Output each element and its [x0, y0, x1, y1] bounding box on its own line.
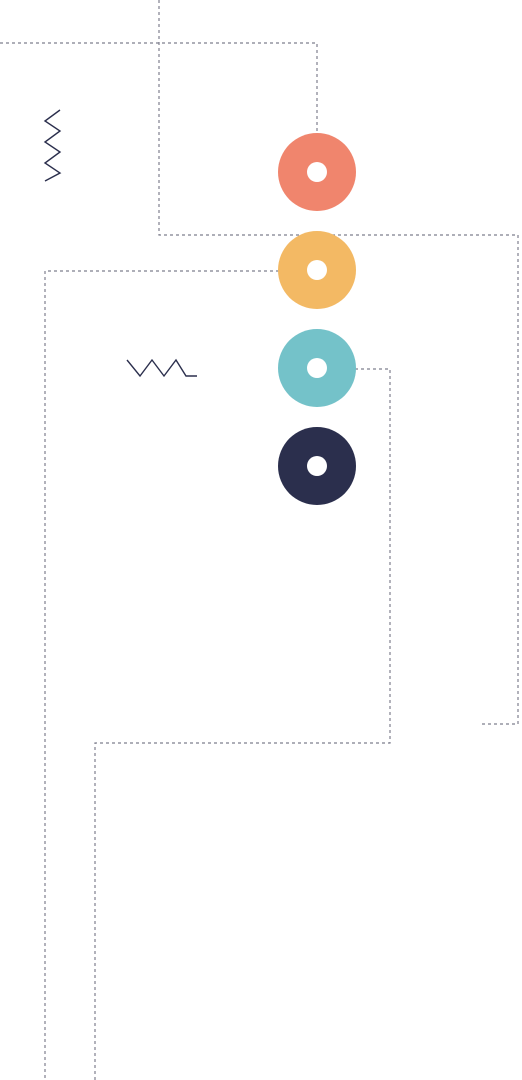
ring-hole-coral — [307, 162, 327, 182]
ring-hole-navy — [307, 456, 327, 476]
ring-hole-yellow — [307, 260, 327, 280]
connector-teal — [94, 368, 391, 1080]
zigzag-icon-vertical — [43, 109, 62, 182]
zigzag-icon-horizontal — [126, 358, 197, 378]
connector-yellow — [44, 270, 279, 1080]
ring-node-yellow — [278, 231, 356, 309]
ring-node-teal — [278, 329, 356, 407]
ring-node-navy — [278, 427, 356, 505]
ring-node-coral — [278, 133, 356, 211]
ring-hole-teal — [307, 358, 327, 378]
connector-top-loop — [158, 0, 519, 725]
decorations — [43, 109, 197, 378]
ring-nodes — [278, 133, 356, 505]
